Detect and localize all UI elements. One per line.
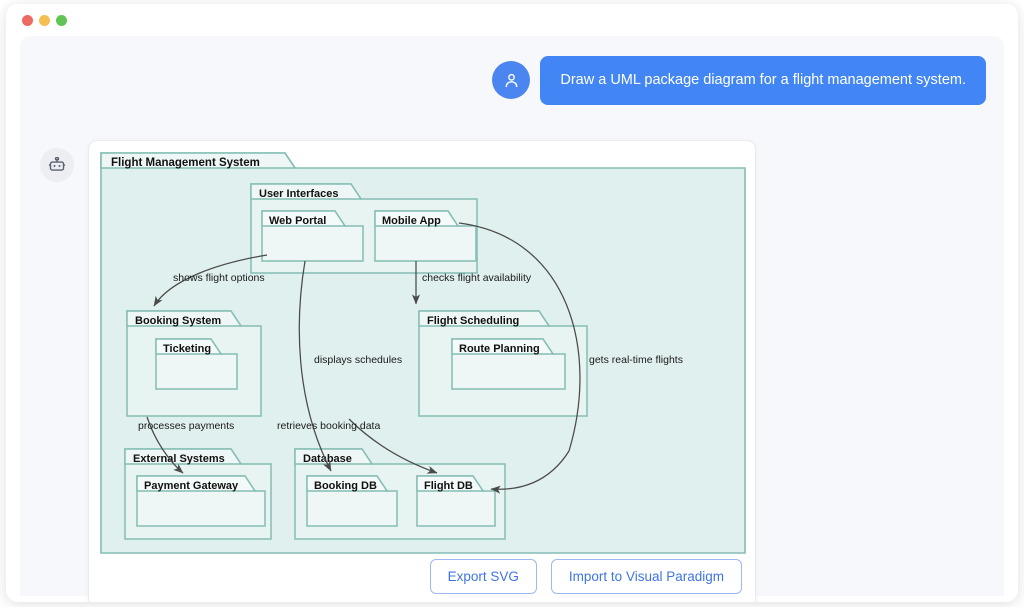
package-label-mobile-app: Mobile App [382,215,441,227]
package-user-interfaces[interactable]: User Interfaces Web Portal [250,183,478,274]
package-flight-scheduling[interactable]: Flight Scheduling Route Planning [418,310,588,417]
package-booking-db[interactable]: Booking DB [306,475,398,527]
package-web-portal[interactable]: Web Portal [261,210,364,262]
arrow-web-portal-to-booking-db [298,260,332,472]
dependency-labels: shows flight options checks flight avail… [138,272,683,432]
diagram-canvas[interactable]: Flight Management System User Interfaces [99,151,747,555]
user-avatar [492,61,531,100]
app-window: Draw a UML package diagram for a flight … [6,4,1018,602]
assistant-message-row: Flight Management System User Interfaces [40,140,756,602]
package-label-web-portal: Web Portal [269,215,326,227]
package-booking-system[interactable]: Booking System Ticketing [126,310,262,417]
diagram-panel: Flight Management System User Interfaces [88,140,756,602]
arrow-booking-system-to-flight-db [348,418,438,474]
arrow-booking-system-to-payment-gateway [146,416,184,474]
close-button[interactable] [22,15,33,26]
package-payment-gateway[interactable]: Payment Gateway [136,475,266,527]
package-route-planning[interactable]: Route Planning [451,338,566,390]
user-message-bubble: Draw a UML package diagram for a flight … [540,56,986,105]
package-label-ticketing: Ticketing [163,343,211,355]
package-label-external-systems: External Systems [133,453,225,465]
package-external-systems[interactable]: External Systems Payment Gateway [124,448,272,540]
package-mobile-app[interactable]: Mobile App [374,210,477,262]
export-svg-button[interactable]: Export SVG [429,559,537,594]
uml-package-diagram[interactable]: Flight Management System User Interfaces [99,151,747,555]
import-visual-paradigm-button[interactable]: Import to Visual Paradigm [550,559,742,594]
package-flight-db[interactable]: Flight DB [416,475,496,527]
user-message-row: Draw a UML package diagram for a flight … [492,56,986,105]
edge-label-displays-schedules: displays schedules [314,354,402,366]
package-label-root: Flight Management System [111,157,260,169]
dependency-arrows [146,222,581,494]
package-label-database: Database [303,453,352,465]
person-icon [505,73,518,88]
title-bar [6,4,1018,36]
minimize-button[interactable] [39,15,50,26]
package-label-route-planning: Route Planning [459,343,540,355]
arrow-mobile-app-to-flight-db [458,222,581,494]
package-ticketing[interactable]: Ticketing [155,338,238,390]
package-label-flight-db: Flight DB [424,480,473,492]
package-label-payment-gateway: Payment Gateway [144,480,239,492]
package-database[interactable]: Database Booking DB Flight DB [294,448,506,540]
panel-actions: Export SVG Import to Visual Paradigm [429,559,742,594]
maximize-button[interactable] [56,15,67,26]
arrow-web-portal-to-booking-system [153,254,268,307]
edge-label-retrieves-booking-data: retrieves booking data [277,420,380,432]
package-label-flight-scheduling: Flight Scheduling [427,315,519,327]
package-label-user-interfaces: User Interfaces [259,188,339,200]
package-label-booking-system: Booking System [135,315,221,327]
edge-label-gets-real-time-flights: gets real-time flights [589,354,683,366]
edge-label-checks-flight-availability: checks flight availability [422,272,532,284]
chat-area: Draw a UML package diagram for a flight … [20,36,1004,602]
assistant-avatar [40,148,74,182]
robot-icon [48,156,66,171]
edge-label-processes-payments: processes payments [138,420,234,432]
edge-label-shows-flight-options: shows flight options [173,272,265,284]
package-label-booking-db: Booking DB [314,480,377,492]
